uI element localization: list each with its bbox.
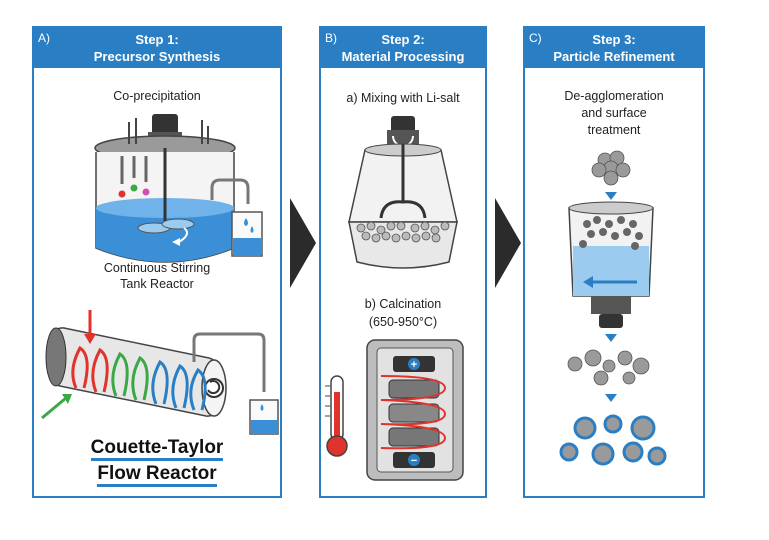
minus-symbol: − bbox=[411, 455, 417, 467]
couette-taylor-reactor-icon bbox=[41, 310, 279, 435]
panel-header: C) Step 3: Particle Refinement bbox=[525, 28, 703, 68]
deagglomeration-label-line-3: treatment bbox=[587, 123, 641, 137]
panel-header: A) Step 1: Precursor Synthesis bbox=[34, 28, 280, 68]
step-number: Step 2: bbox=[381, 32, 425, 47]
panel-step-3: C) Step 3: Particle Refinement De-agglom… bbox=[523, 26, 705, 498]
calcination-furnace-icon: + − bbox=[325, 339, 464, 481]
process-arrow-icon bbox=[290, 198, 316, 288]
stirred-tank-reactor-icon bbox=[94, 114, 263, 263]
step-title: Material Processing bbox=[341, 49, 465, 64]
cstr-label-line-1: Continuous Stirring bbox=[103, 261, 211, 275]
plus-symbol: + bbox=[411, 359, 417, 371]
calcination-label-line-2: (650-950°C) bbox=[368, 315, 438, 329]
step-number: Step 3: bbox=[592, 32, 636, 47]
particle-refinement-icon bbox=[559, 150, 667, 466]
coprecipitation-label: Co-precipitation bbox=[113, 89, 201, 103]
deagglomeration-label-line-2: and surface bbox=[581, 106, 647, 120]
step-number: Step 1: bbox=[135, 32, 179, 47]
panel-letter: A) bbox=[38, 31, 50, 45]
step-title: Precursor Synthesis bbox=[93, 49, 221, 64]
couette-taylor-title-line-2: Flow Reactor bbox=[34, 462, 280, 487]
calcination-label-line-1: b) Calcination bbox=[364, 297, 442, 311]
couette-taylor-title-line-1: Couette-Taylor bbox=[34, 436, 280, 461]
panel-step-2: B) Step 2: Material Processing a) Mixing… bbox=[319, 26, 487, 498]
cstr-label-line-2: Tank Reactor bbox=[120, 277, 194, 291]
step-title: Particle Refinement bbox=[553, 49, 675, 64]
panel-letter: B) bbox=[325, 31, 337, 45]
panel-step-1: A) Step 1: Precursor Synthesis Co-precip… bbox=[32, 26, 282, 498]
ball-mill-mixer-icon bbox=[348, 116, 458, 269]
mixing-label: a) Mixing with Li-salt bbox=[346, 91, 460, 105]
panel-header: B) Step 2: Material Processing bbox=[321, 28, 485, 68]
panel-letter: C) bbox=[529, 31, 542, 45]
process-arrow-icon bbox=[495, 198, 521, 288]
deagglomeration-label-line-1: De-agglomeration bbox=[564, 89, 664, 103]
